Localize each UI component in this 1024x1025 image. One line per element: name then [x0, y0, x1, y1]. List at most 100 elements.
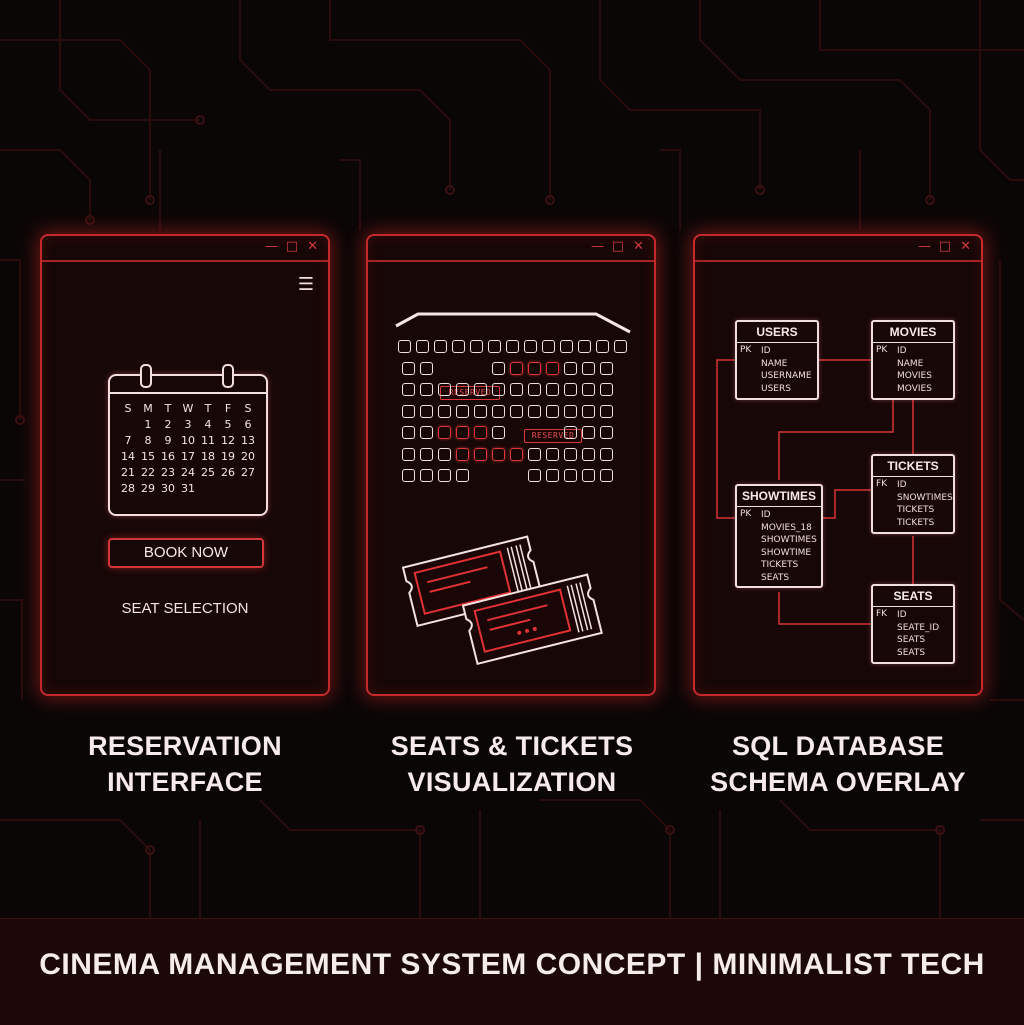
- maximize-icon[interactable]: □: [938, 239, 951, 254]
- calendar-day[interactable]: 19: [221, 450, 235, 463]
- seat[interactable]: [474, 426, 487, 439]
- seat[interactable]: [402, 383, 415, 396]
- seat[interactable]: [402, 469, 415, 482]
- calendar-day[interactable]: 13: [241, 434, 255, 447]
- seat[interactable]: [528, 361, 541, 375]
- seat[interactable]: [438, 426, 451, 439]
- seat[interactable]: [420, 447, 433, 461]
- calendar-day[interactable]: 22: [141, 466, 155, 479]
- seat[interactable]: [456, 383, 469, 396]
- seat[interactable]: [564, 404, 577, 418]
- seat[interactable]: [398, 340, 411, 353]
- calendar-day[interactable]: 4: [204, 418, 212, 431]
- seat[interactable]: [564, 447, 577, 461]
- seat[interactable]: [492, 404, 505, 418]
- calendar-day[interactable]: 17: [181, 450, 195, 463]
- seat[interactable]: [582, 426, 595, 439]
- seat[interactable]: [546, 404, 559, 418]
- seat[interactable]: [474, 383, 487, 396]
- seat[interactable]: [438, 469, 451, 482]
- seat[interactable]: [546, 361, 559, 375]
- seat[interactable]: [528, 447, 541, 461]
- seat[interactable]: [492, 361, 505, 375]
- seat[interactable]: [582, 447, 595, 461]
- calendar-day[interactable]: 10: [181, 434, 195, 447]
- seat[interactable]: [600, 447, 613, 461]
- seat[interactable]: [542, 340, 555, 353]
- seat[interactable]: [614, 340, 627, 353]
- calendar-day[interactable]: 20: [241, 450, 255, 463]
- seat[interactable]: [434, 340, 447, 353]
- seat[interactable]: [416, 340, 429, 353]
- seat[interactable]: [456, 469, 469, 482]
- seat[interactable]: [600, 426, 613, 439]
- calendar-day[interactable]: 9: [164, 434, 172, 447]
- seat[interactable]: [402, 361, 415, 375]
- seat[interactable]: [402, 426, 415, 439]
- seat[interactable]: [582, 469, 595, 482]
- seat[interactable]: [564, 361, 577, 375]
- seat[interactable]: [596, 340, 609, 353]
- seat[interactable]: [582, 404, 595, 418]
- calendar-day[interactable]: 27: [241, 466, 255, 479]
- calendar-day[interactable]: 29: [141, 482, 155, 495]
- menu-icon[interactable]: ☰: [297, 274, 314, 295]
- seat[interactable]: [470, 340, 483, 353]
- calendar-day[interactable]: 15: [141, 450, 155, 463]
- seat[interactable]: [510, 404, 523, 418]
- seat[interactable]: [438, 447, 451, 461]
- close-icon[interactable]: ✕: [307, 239, 318, 254]
- seat[interactable]: [546, 383, 559, 396]
- seat[interactable]: [456, 447, 469, 461]
- seat[interactable]: [578, 340, 591, 353]
- calendar-day[interactable]: 14: [121, 450, 135, 463]
- seat[interactable]: [546, 447, 559, 461]
- seat[interactable]: [582, 383, 595, 396]
- seat[interactable]: [420, 426, 433, 439]
- seat[interactable]: [420, 383, 433, 396]
- seat[interactable]: [528, 404, 541, 418]
- calendar-day[interactable]: 26: [221, 466, 235, 479]
- seat[interactable]: [546, 469, 559, 482]
- seat[interactable]: [582, 361, 595, 375]
- seat-selection-link[interactable]: SEAT SELECTION: [121, 600, 249, 617]
- maximize-icon[interactable]: □: [285, 239, 298, 254]
- calendar-day[interactable]: 3: [184, 418, 192, 431]
- calendar-day[interactable]: 28: [121, 482, 135, 495]
- seat[interactable]: [492, 447, 505, 461]
- seat[interactable]: [402, 447, 415, 461]
- seat[interactable]: [420, 404, 433, 418]
- seat[interactable]: [438, 404, 451, 418]
- calendar-day[interactable]: 23: [161, 466, 175, 479]
- seat[interactable]: [456, 426, 469, 439]
- seat[interactable]: [600, 404, 613, 418]
- calendar-day[interactable]: 11: [201, 434, 215, 447]
- minimize-icon[interactable]: —: [591, 239, 604, 254]
- seat[interactable]: [456, 404, 469, 418]
- seat[interactable]: [528, 383, 541, 396]
- seat[interactable]: [474, 404, 487, 418]
- seat[interactable]: [600, 383, 613, 396]
- seat[interactable]: [510, 383, 523, 396]
- calendar-day[interactable]: 12: [221, 434, 235, 447]
- seat[interactable]: [528, 469, 541, 482]
- calendar-day[interactable]: 31: [181, 482, 195, 495]
- seat[interactable]: [564, 383, 577, 396]
- seat[interactable]: [420, 361, 433, 375]
- calendar-day[interactable]: 24: [181, 466, 195, 479]
- calendar-day[interactable]: 1: [144, 418, 152, 431]
- calendar-day[interactable]: 6: [244, 418, 252, 431]
- seat[interactable]: [564, 469, 577, 482]
- seat[interactable]: [492, 383, 505, 396]
- seat[interactable]: [452, 340, 465, 353]
- seat[interactable]: [600, 469, 613, 482]
- seat[interactable]: [560, 340, 573, 353]
- seat[interactable]: [474, 447, 487, 461]
- calendar-day[interactable]: 7: [124, 434, 132, 447]
- seat[interactable]: [420, 469, 433, 482]
- calendar-day[interactable]: 21: [121, 466, 135, 479]
- calendar-day[interactable]: 2: [164, 418, 172, 431]
- close-icon[interactable]: ✕: [633, 239, 644, 254]
